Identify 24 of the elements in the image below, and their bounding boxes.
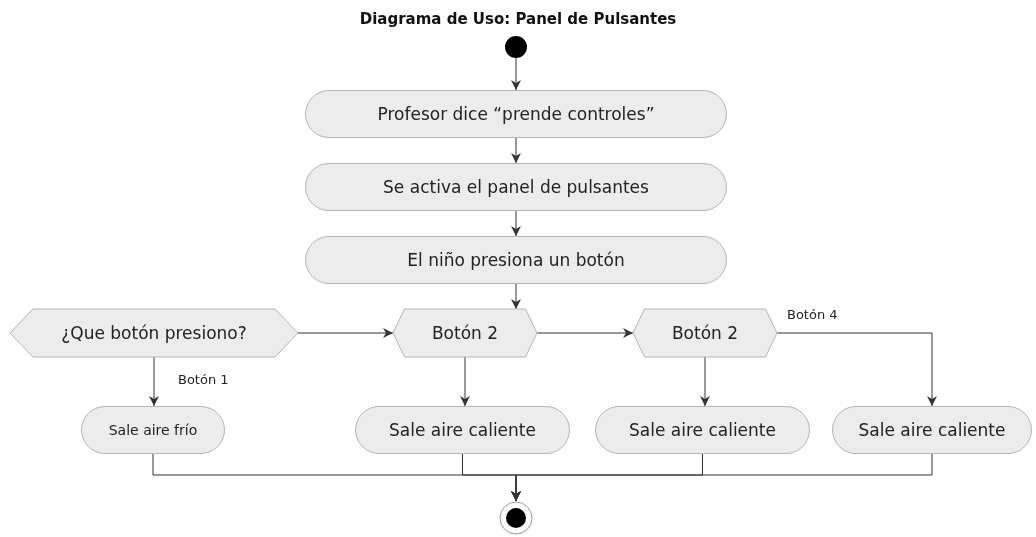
arrow	[776, 332, 937, 407]
activity-box: Sale aire caliente	[832, 406, 1032, 454]
activity-box: Sale aire frío	[81, 406, 225, 454]
edge-label: Botón 4	[787, 307, 838, 322]
arrow	[297, 328, 394, 338]
arrow	[460, 356, 470, 407]
arrow	[511, 283, 521, 310]
arrow	[149, 356, 159, 407]
activity-box: Se activa el panel de pulsantes	[305, 163, 727, 211]
diagram-title: Diagrama de Uso: Panel de Pulsantes	[358, 10, 678, 28]
arrow	[511, 57, 521, 91]
arrow	[700, 356, 710, 407]
decision-label: Botón 2	[431, 323, 499, 343]
arrow	[511, 137, 521, 164]
arrow	[536, 328, 634, 338]
activity-box: Sale aire caliente	[595, 406, 810, 454]
arrow	[511, 210, 521, 237]
activity-box: Sale aire caliente	[355, 406, 570, 454]
edge-label: Botón 1	[178, 372, 229, 387]
activity-box: Profesor dice “prende controles”	[305, 90, 727, 138]
arrow	[511, 453, 933, 502]
decision-label: ¿Que botón presiono?	[61, 323, 247, 343]
activity-box: El niño presiona un botón	[305, 236, 727, 284]
decision-label: Botón 2	[671, 323, 739, 343]
